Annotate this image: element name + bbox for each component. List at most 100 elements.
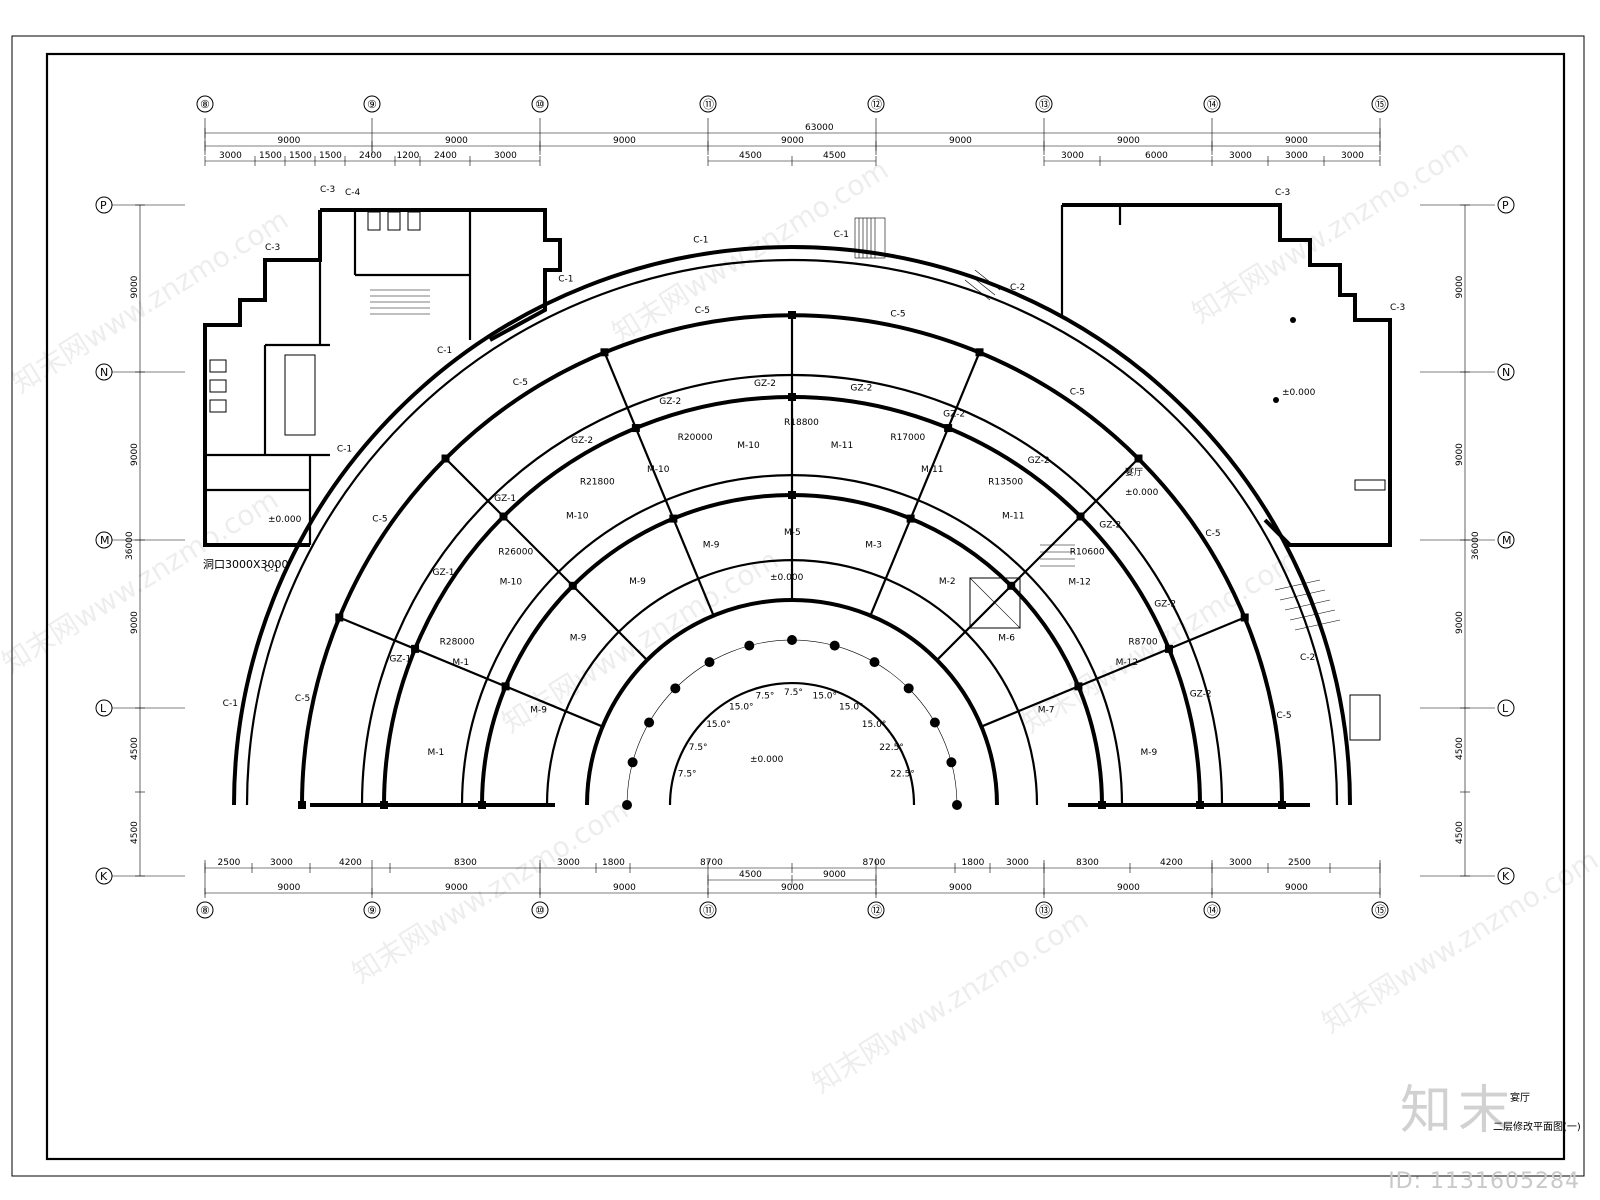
radius-label: R18800 [784, 418, 819, 428]
door-tag: M-11 [1002, 512, 1024, 522]
dim-top-major: 9000 [781, 136, 804, 146]
dim-bottom-major: 9000 [1117, 883, 1140, 893]
structural-column [411, 644, 420, 653]
dim-bottom-minor: 3000 [1229, 858, 1252, 868]
door-tag: M-12 [1116, 658, 1138, 668]
column-tag: GZ-2 [754, 379, 776, 389]
radius-label: R20000 [678, 433, 713, 443]
structural-column [788, 311, 796, 319]
structural-column [501, 682, 510, 691]
window-tag: C-2 [1300, 653, 1315, 663]
level-stage: ±0.000 [750, 755, 784, 765]
window-tag: C-3 [1390, 303, 1405, 313]
door-tag: M-10 [500, 577, 523, 587]
dim-right: 9000 [1455, 275, 1465, 298]
column-tag: GZ-2 [1099, 520, 1121, 530]
dim-top-major: 9000 [1117, 136, 1140, 146]
dim-right: 9000 [1455, 611, 1465, 634]
grid-bubble-top [699, 95, 717, 113]
window-tag: C-3 [265, 243, 280, 253]
dim-top-major: 9000 [1285, 136, 1308, 146]
opening-note: 洞口3000X3000 [203, 558, 289, 571]
grid-row-label-right: P [1502, 199, 1509, 212]
grid-bubble-top [196, 95, 214, 113]
structural-column [499, 512, 508, 521]
grid-row-label-left: K [100, 870, 108, 883]
door-tag: M-11 [921, 465, 943, 475]
dim-left: 9000 [130, 443, 140, 466]
grid-column-label-top: ⑫ [871, 98, 882, 111]
radius-label: R17000 [890, 433, 925, 443]
grid-column-label-bottom: ⑮ [1375, 904, 1386, 917]
column-tag: GZ-1 [432, 568, 454, 578]
dim-bottom-minor: 2500 [218, 858, 241, 868]
door-tag: M-10 [737, 441, 760, 451]
structural-column [669, 514, 678, 523]
window-tag: C-1 [693, 235, 708, 245]
grid-bubble-top [1035, 95, 1053, 113]
hall-column [829, 640, 840, 651]
outer-frame [11, 35, 1585, 1177]
structural-column [944, 424, 953, 433]
door-tag: M-9 [570, 634, 587, 644]
column-tag: GZ-2 [1190, 689, 1212, 699]
column-tag: GZ-2 [1028, 456, 1050, 466]
grid-bubble-left [95, 867, 113, 885]
window-tag: C-5 [1205, 529, 1220, 539]
column-tag: GZ-2 [571, 436, 593, 446]
hall-column [644, 717, 655, 728]
structural-column [788, 393, 796, 401]
hall-column [627, 757, 638, 768]
grid-column-label-bottom: ⑫ [871, 904, 882, 917]
window-tag: C-5 [695, 306, 710, 316]
left-wing-rooms [203, 208, 562, 547]
grid-column-label-top: ⑭ [1207, 98, 1218, 111]
hall-column [869, 657, 880, 668]
structural-column [441, 454, 450, 463]
column-tag: GZ-2 [850, 383, 872, 393]
radius-label: R28000 [440, 637, 475, 647]
grid-row-label-left: N [100, 366, 108, 379]
structural-column [1164, 644, 1173, 653]
grid-bubble-right [1497, 196, 1515, 214]
dim-bottom-mid: 9000 [823, 870, 846, 880]
level-center: ±0.000 [770, 573, 804, 583]
grid-row-label-right: K [1502, 870, 1510, 883]
grid-column-label-top: ⑮ [1375, 98, 1386, 111]
radius-label: R10600 [1070, 547, 1105, 557]
hall-column [670, 683, 681, 694]
dim-top-minor-left: 1500 [289, 151, 312, 161]
door-tag: M-9 [629, 577, 646, 587]
total-depth-left: 36000 [125, 531, 135, 560]
grid-column-label-bottom: ⑭ [1207, 904, 1218, 917]
dim-bottom-minor: 1800 [962, 858, 985, 868]
dim-bottom-major: 9000 [1285, 883, 1308, 893]
angle-label: 7.5° [784, 688, 803, 698]
grid-column-label-top: ⑧ [200, 98, 210, 111]
grid-bubble-right [1497, 867, 1515, 885]
dim-bottom-minor: 4200 [339, 858, 362, 868]
window-tag: C-4 [345, 188, 361, 198]
grid-bubble-bottom [699, 901, 717, 919]
grid-row-label-left: M [100, 534, 110, 547]
door-tag: M-1 [452, 658, 469, 668]
grid-bubble-bottom [867, 901, 885, 919]
drawing-title: 二层修改平面图(一) [1493, 1122, 1581, 1133]
grid-column-label-bottom: ⑧ [200, 904, 210, 917]
inner-frame [45, 52, 1566, 1161]
dim-bottom-major: 9000 [613, 883, 636, 893]
column-tag: GZ-2 [1154, 600, 1176, 610]
hall-label: 宴厅 [1125, 466, 1143, 478]
total-depth-right: 36000 [1471, 531, 1481, 560]
door-tag: M-11 [831, 441, 853, 451]
grid-bubble-top [1371, 95, 1389, 113]
grid-row-label-left: L [100, 702, 107, 715]
column-tag: GZ-1 [494, 494, 516, 504]
hall-level: ±0.000 [1125, 488, 1159, 498]
grid-bubble-right [1497, 531, 1515, 549]
radius-label: R26000 [498, 547, 533, 557]
dim-bottom-major: 9000 [781, 883, 804, 893]
grid-column-label-bottom: ⑬ [1039, 904, 1050, 917]
entrance-stair [854, 217, 886, 259]
